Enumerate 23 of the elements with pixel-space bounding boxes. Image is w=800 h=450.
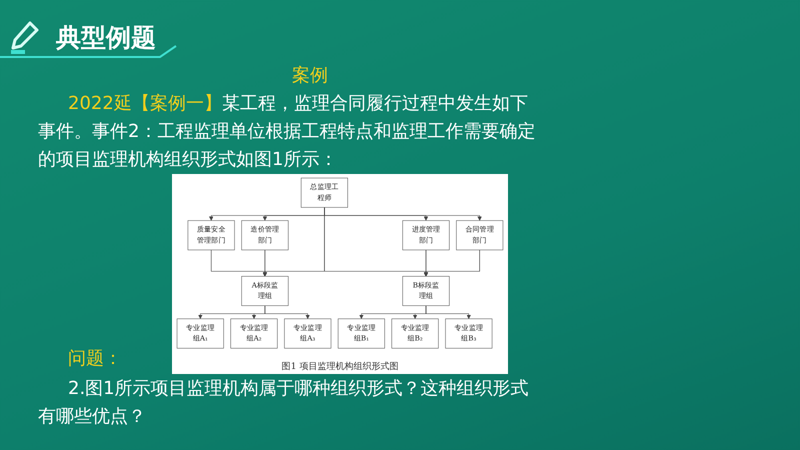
node-box [176,318,224,348]
node-box [402,220,450,250]
node-box [284,318,332,348]
node-box [402,276,450,306]
node-box [300,178,348,208]
node-box [230,318,278,348]
question-text: 2.图1所示项目监理机构属于哪种组织形式？这种组织形式有哪些优点？ [38,377,530,429]
node-box [445,318,492,348]
node-box [456,220,504,250]
node-box [241,276,288,306]
arrow [426,305,471,320]
node-box [241,220,288,250]
node-box [392,318,439,348]
arrow [424,250,480,277]
figure-caption: 图1 项目监理机构组织形式图 [280,361,400,373]
slide-title: 典型例题 [56,22,156,54]
case-paragraph: 2022延【案例一】某工程，监理合同履行过程中发生如下事件。事件2：工程监理单位根据工程特点和监理工作需要确定的项目监理机构组织形式如图1所示： [38,92,536,172]
arrow [264,305,310,320]
question-heading: 问题： [68,347,122,371]
node-box [338,318,385,348]
section-heading: 案例 [292,64,328,88]
node-box [188,220,235,250]
arrow [262,250,480,277]
